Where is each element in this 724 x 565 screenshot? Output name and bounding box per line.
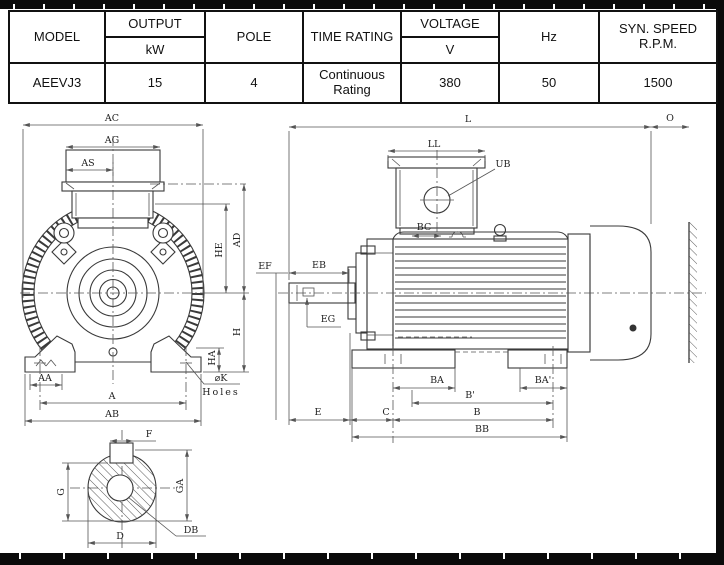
- dim-label-l: L: [465, 114, 472, 125]
- dim-label-bc: BC: [417, 222, 431, 233]
- dim-label-ad: AD: [232, 232, 243, 248]
- k-holes-word: Holes: [202, 387, 240, 398]
- dim-label-b-prime: B': [465, 390, 475, 401]
- dim-label-eg: EG: [321, 314, 336, 325]
- dim-label-ub: UB: [496, 159, 511, 170]
- dim-label-ga: GA: [175, 479, 186, 494]
- dim-label-ab: AB: [104, 409, 119, 420]
- dim-label-ac: AC: [104, 113, 119, 124]
- value-syn-speed: 1500: [598, 62, 718, 104]
- dim-label-ba-prime: BA': [535, 375, 551, 386]
- value-pole: 4: [204, 62, 304, 104]
- dim-label-d: D: [116, 531, 124, 542]
- col-unit-voltage-v: V: [400, 36, 500, 64]
- value-output-kw: 15: [104, 62, 206, 104]
- shaft-section-view: F G GA D DB: [56, 429, 206, 548]
- col-header-pole: POLE: [204, 10, 304, 64]
- col-header-hz: Hz: [498, 10, 600, 64]
- dim-label-f: F: [146, 429, 153, 440]
- dim-label-ll: LL: [428, 139, 441, 150]
- k-holes-diameter: ⌀K: [215, 373, 229, 384]
- side-view: L O LL UB BC EF EB EG BA BA' B': [256, 113, 706, 443]
- dim-label-eb: EB: [312, 260, 326, 271]
- spec-table: MODEL OUTPUT POLE TIME RATING VOLTAGE Hz…: [8, 10, 718, 104]
- dim-label-ag: AG: [104, 135, 119, 146]
- dim-label-he: HE: [214, 242, 225, 257]
- dim-label-a: A: [108, 391, 116, 402]
- col-header-time-rating: TIME RATING: [302, 10, 402, 64]
- value-voltage: 380: [400, 62, 500, 104]
- dim-label-e: E: [315, 407, 322, 418]
- dim-label-ba: BA: [430, 375, 444, 386]
- eye-bolt-right: [150, 222, 176, 265]
- dim-label-c: C: [382, 407, 389, 418]
- dim-label-as: AS: [80, 158, 94, 169]
- value-time-rating: Continuous Rating: [302, 62, 402, 104]
- front-view: AC AG AS AD HE H HA AA A AB ⌀K Holes: [20, 113, 249, 426]
- dim-label-b: B: [474, 407, 481, 418]
- dim-label-h: H: [232, 328, 243, 336]
- value-model: AEEVJ3: [8, 62, 106, 104]
- dim-label-g: G: [56, 488, 67, 496]
- col-header-output: OUTPUT: [104, 10, 206, 38]
- mounting-wall: [688, 222, 697, 363]
- dim-label-db: DB: [184, 525, 199, 536]
- value-hz: 50: [498, 62, 600, 104]
- col-header-model: MODEL: [8, 10, 106, 64]
- dim-label-bb: BB: [475, 424, 489, 435]
- col-header-syn-speed: SYN. SPEED R.P.M.: [598, 10, 718, 64]
- eye-bolt-left: [51, 222, 77, 265]
- dim-label-ha: HA: [207, 350, 218, 365]
- col-header-voltage: VOLTAGE: [400, 10, 500, 38]
- dim-label-ef: EF: [258, 261, 272, 272]
- dim-label-aa: AA: [37, 373, 52, 384]
- dim-label-o: O: [666, 113, 674, 124]
- col-unit-output-kw: kW: [104, 36, 206, 64]
